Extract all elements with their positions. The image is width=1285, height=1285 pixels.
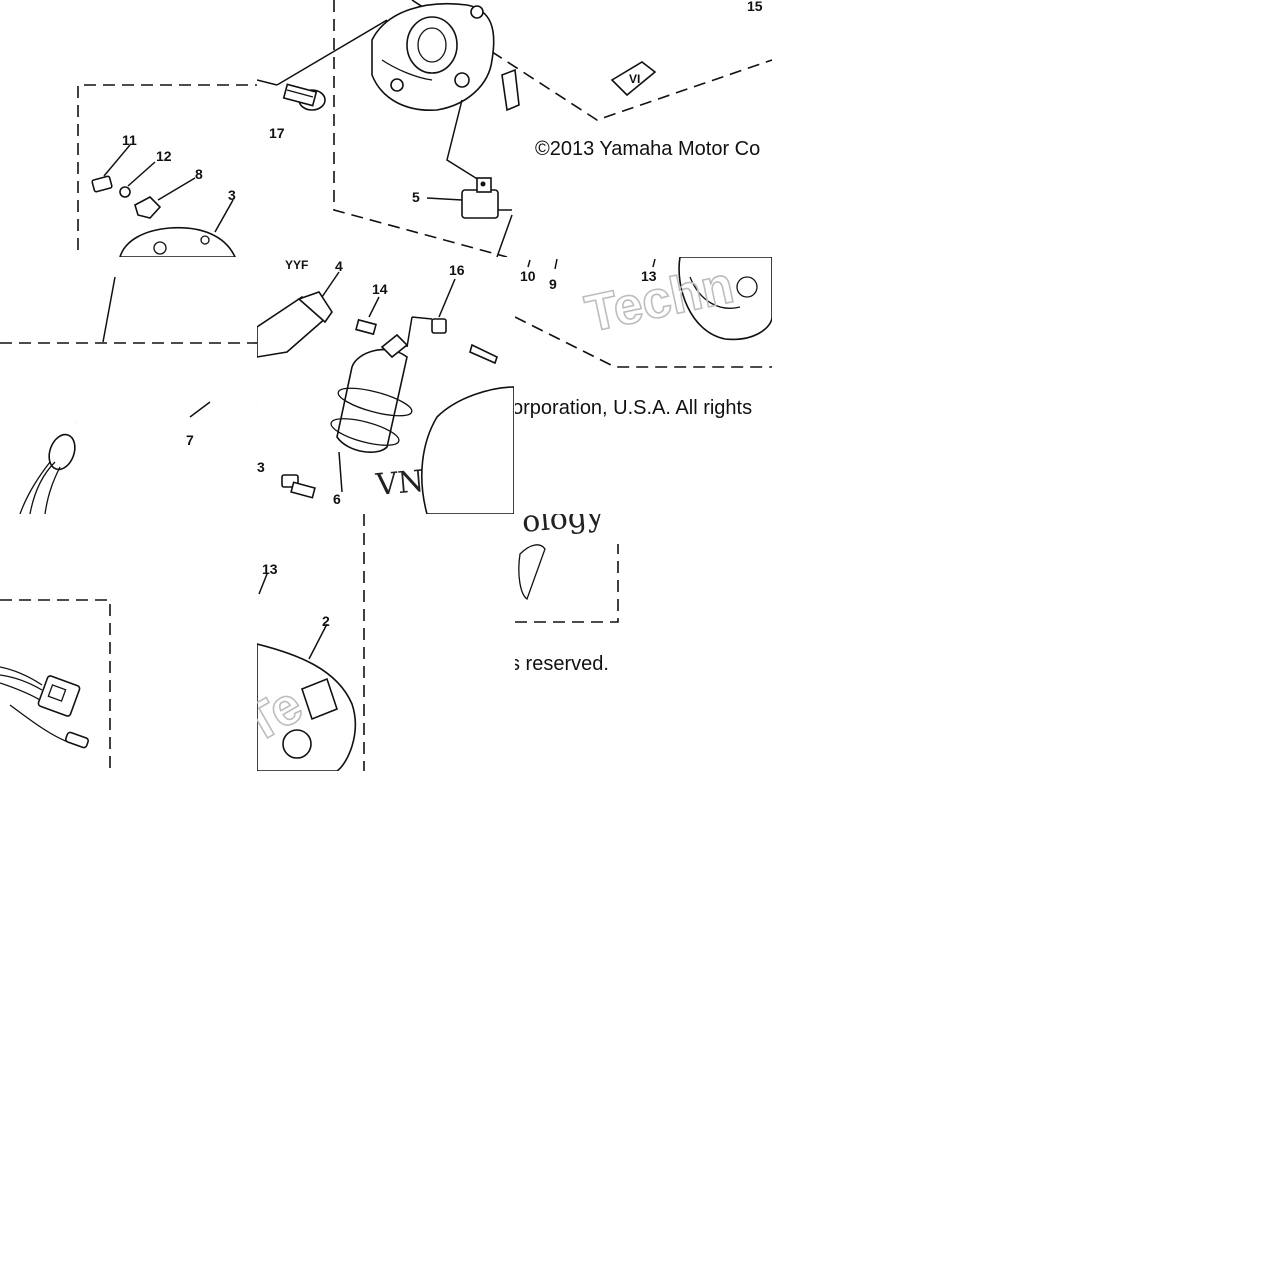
tile-left-middle: 7 — [0, 257, 257, 514]
copyright-text-2: orporation, U.S.A. All rights — [515, 397, 753, 419]
part-number-10: 10 — [520, 268, 536, 284]
spark-plug-cap-4 — [257, 271, 340, 358]
part-number-4: 4 — [335, 258, 343, 274]
copyright-text-3: s reserved. — [515, 653, 609, 675]
tile-top: 17 VI 15 — [257, 0, 772, 257]
condenser-5 — [446, 99, 513, 257]
svg-text:YYF: YYF — [285, 258, 308, 272]
washer-12 — [119, 161, 156, 198]
part-number-5: 5 — [412, 189, 420, 205]
dashed-boundary — [333, 0, 508, 257]
part-number-7: 7 — [186, 432, 194, 448]
tile-right-lower: ology s reserved. — [515, 514, 638, 679]
bolt-16 — [431, 278, 498, 365]
part-number-12: 12 — [156, 148, 172, 164]
part-number-11: 11 — [122, 132, 137, 148]
svg-text:VI: VI — [629, 72, 640, 86]
flywheel-rotor — [678, 257, 772, 341]
part-number-16: 16 — [449, 262, 465, 278]
stator-plate-3 — [119, 199, 236, 257]
lead-wire-7 — [19, 348, 257, 514]
screw-lower — [281, 474, 316, 499]
ignition-coil-6 — [330, 316, 433, 493]
tile-left-lower — [0, 595, 112, 771]
part-number-3: 3 — [228, 187, 236, 203]
svg-text:3: 3 — [257, 459, 265, 475]
bolt-11 — [91, 144, 131, 193]
tile-center: YYF 4 14 16 — [257, 257, 514, 514]
clamp-8 — [134, 177, 196, 219]
part-number-9: 9 — [549, 276, 557, 292]
part-number-8: 8 — [195, 166, 203, 182]
part-number-13-right: 13 — [641, 268, 657, 284]
part-number-6: 6 — [333, 491, 341, 507]
wire-connector — [0, 666, 90, 749]
watermark-ology: ology — [521, 514, 606, 540]
part-number-17: 17 — [269, 125, 285, 141]
part-number-15: 15 — [747, 0, 763, 14]
part-15: VI — [610, 61, 657, 97]
part-number-13-left: 13 — [262, 561, 278, 577]
part-number-14: 14 — [372, 281, 388, 297]
tile-right-upper: 10 9 13 Techn orporation, U.S.A. All rig… — [515, 257, 772, 514]
tile-left-upper: 11 12 8 3 — [0, 0, 257, 257]
copyright-text-1: ©2013 Yamaha Motor Co — [535, 138, 761, 160]
part-number-2: 2 — [322, 613, 330, 629]
flywheel-2 — [257, 623, 357, 771]
tile-center-lower: 13 2 Te — [257, 514, 380, 771]
screw-14 — [355, 296, 380, 336]
screw-17 — [282, 83, 326, 111]
crankcase — [371, 2, 495, 111]
